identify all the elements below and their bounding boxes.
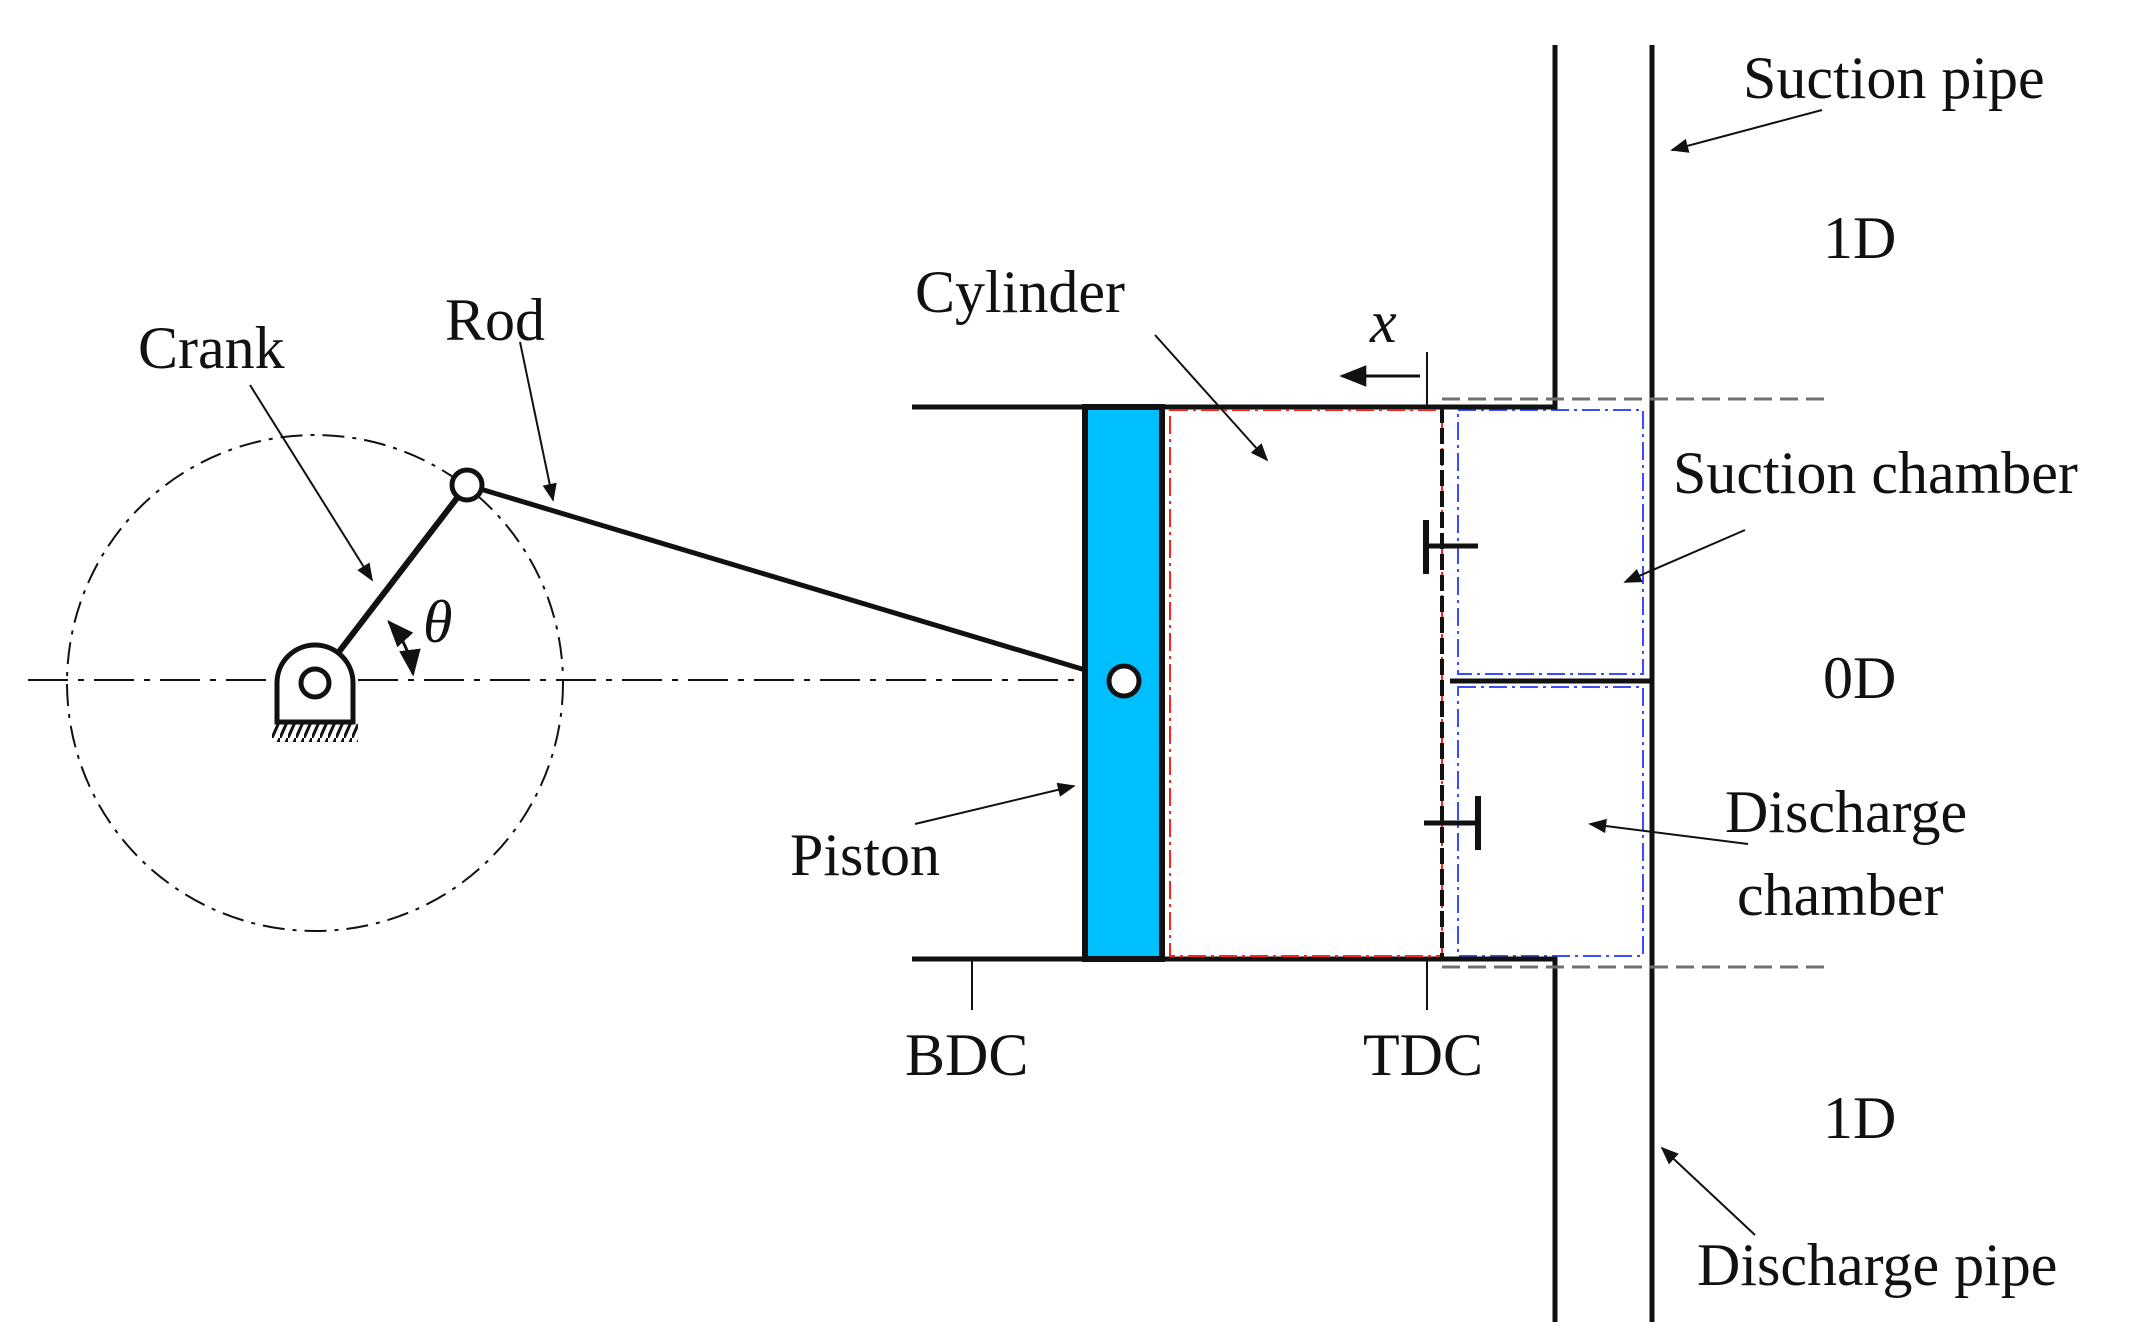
discharge-pipe-leader [1660,1146,1756,1236]
zone-label-middle: 0D [1823,645,1896,711]
rod-leader [519,341,557,502]
suction-valve [1423,520,1478,574]
crank-pivot [298,666,332,700]
zone-label-bottom: 1D [1823,1085,1896,1151]
discharge-valve [1424,796,1481,850]
suction-chamber-outline [1457,409,1644,675]
cylinder-volume-outline [1169,409,1443,957]
discharge-pipe-label: Discharge pipe [1697,1232,2057,1298]
cylinder-leader [1154,334,1269,462]
crank-label: Crank [138,315,285,381]
rod-label: Rod [445,287,545,353]
ground-hatch [272,724,358,742]
suction-pipe-label: Suction pipe [1743,45,2045,111]
discharge-chamber-label-line2: chamber [1737,862,1944,928]
crank-circle [66,434,564,932]
bdc-label: BDC [905,1022,1028,1088]
suction-pipe-left-wall [1442,45,1558,410]
crank-pin [449,467,485,503]
discharge-pipe-left-wall [1442,956,1558,1322]
crank-arm [312,483,470,685]
theta-label: θ [423,589,452,655]
piston-label: Piston [790,822,940,888]
discharge-chamber-label-line1: Discharge [1725,779,1967,845]
cylinder-label: Cylinder [915,259,1125,325]
crank-leader [249,384,373,582]
suction-pipe-leader [1670,109,1823,153]
discharge-chamber-leader [1588,818,1749,845]
tdc-label: TDC [1363,1022,1483,1088]
connecting-rod [466,482,1123,684]
discharge-chamber-outline [1457,686,1644,957]
suction-chamber-label: Suction chamber [1673,440,2078,506]
theta-arc [387,620,421,677]
piston-pin [1106,663,1142,699]
piston-leader [914,782,1076,825]
suction-chamber-leader [1623,529,1746,583]
zone-label-top: 1D [1823,205,1896,271]
x-label: x [1369,289,1397,355]
